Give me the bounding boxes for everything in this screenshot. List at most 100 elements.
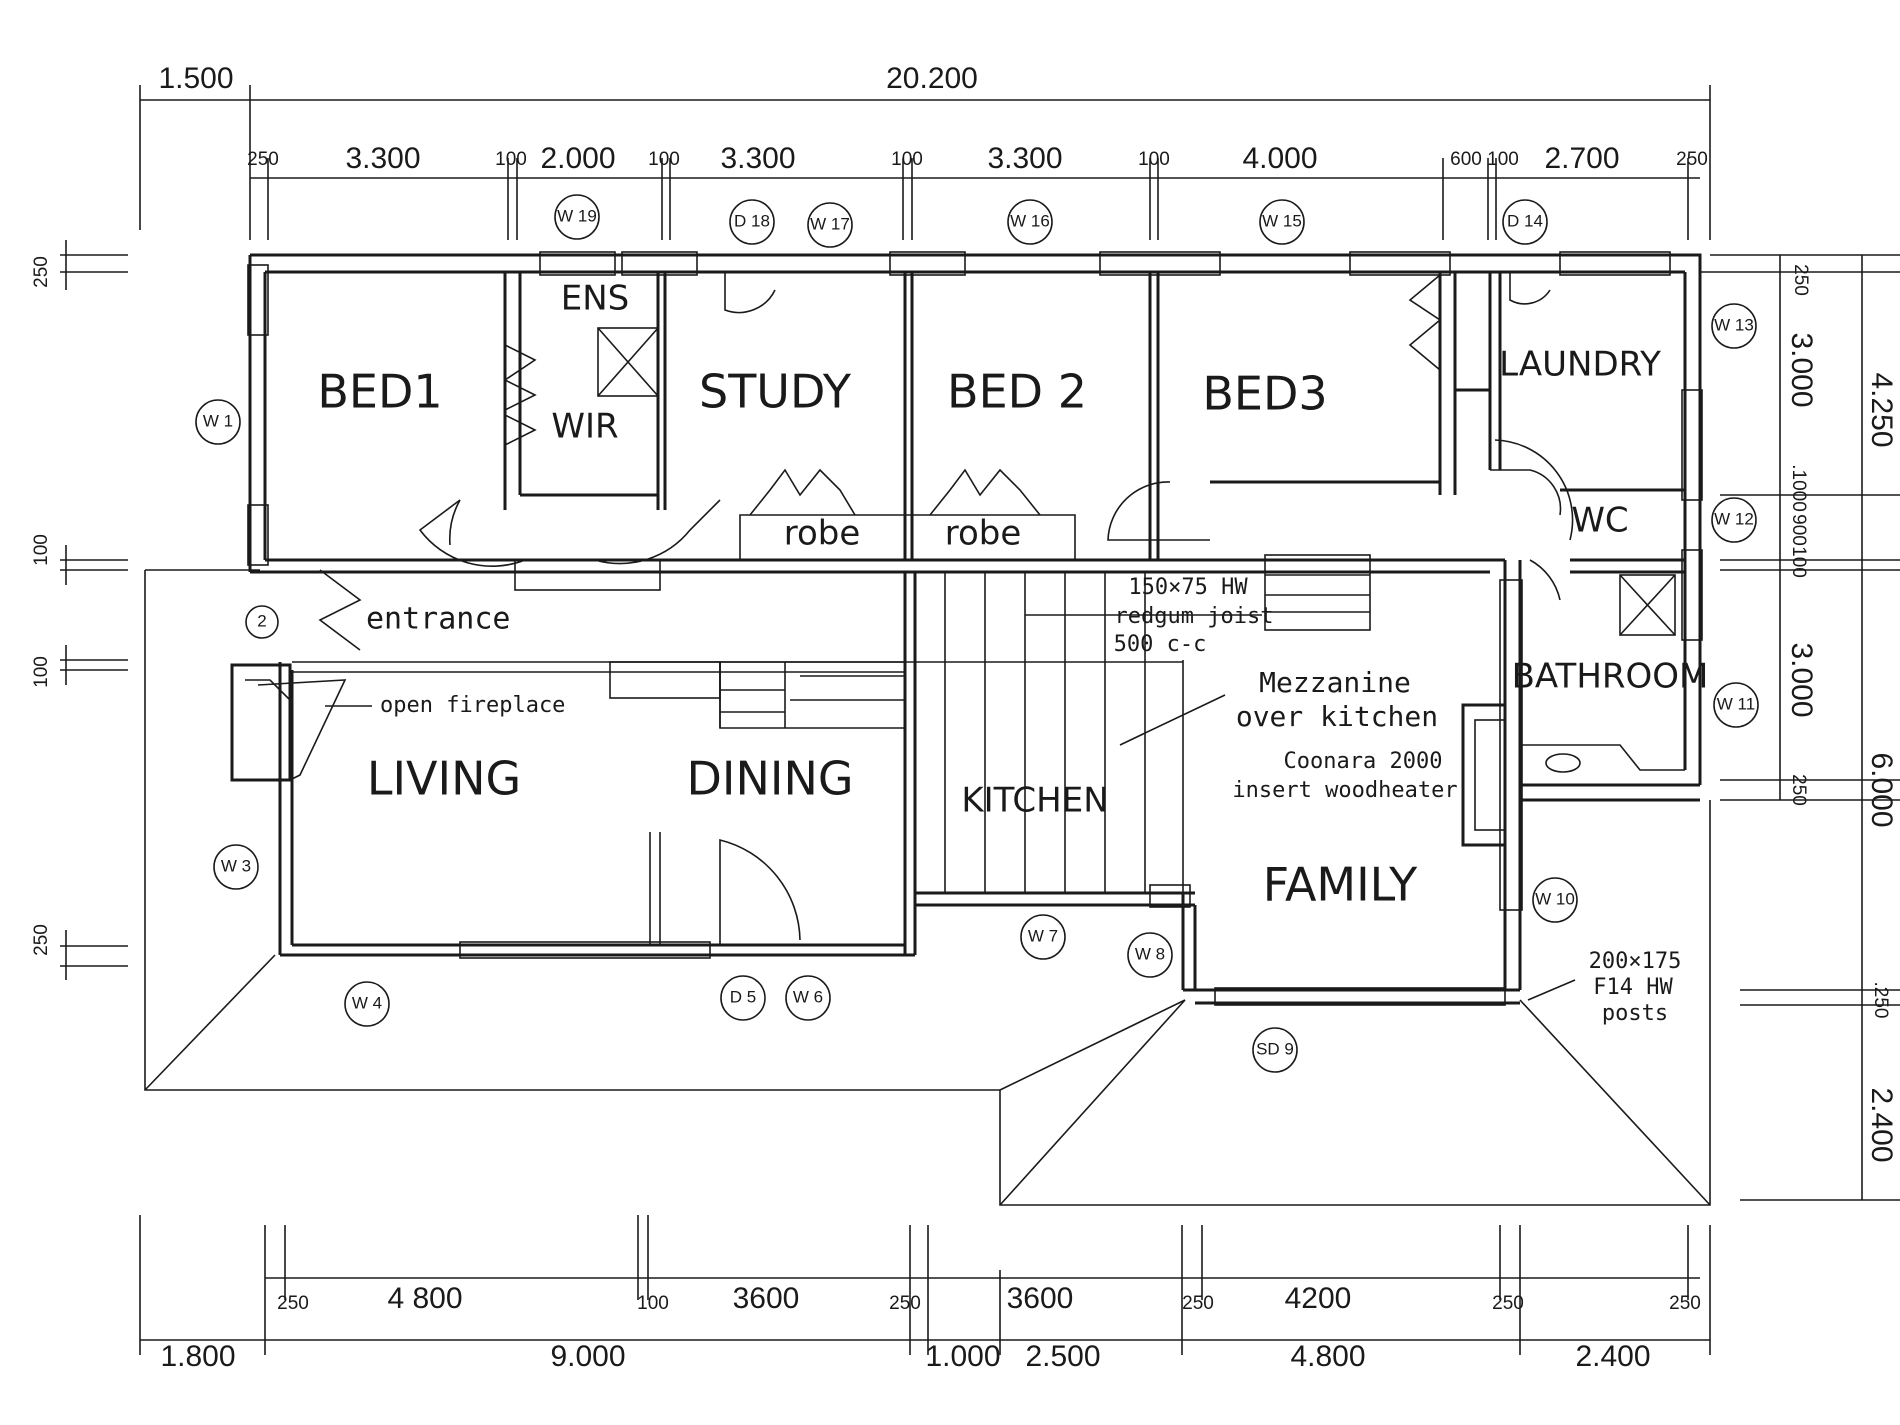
dim-3300b: 3.300 — [720, 142, 795, 175]
dim-3300a: 3.300 — [345, 142, 420, 175]
room-wir: WIR — [551, 407, 618, 447]
dim-3300c: 3.300 — [987, 142, 1062, 175]
note-posts-1: 200×175 — [1589, 949, 1682, 974]
dim-bottom-250c: 250 — [1182, 1293, 1214, 1314]
bottom-dimension-lines — [139, 1215, 1711, 1355]
tag-w13: W 13 — [1714, 315, 1754, 334]
tag-w10: W 10 — [1535, 889, 1575, 908]
dim-bottom-3600a: 3600 — [733, 1282, 800, 1315]
room-bed3: BED3 — [1202, 367, 1327, 421]
tag-w7: W 7 — [1028, 926, 1058, 945]
note-joist-3: 500 c-c — [1114, 632, 1207, 657]
room-living: LIVING — [367, 752, 521, 806]
dim-100e: 100 — [1487, 149, 1519, 170]
dim-bottom-4200: 4200 — [1285, 1282, 1352, 1315]
annotation-notes: entrance open fireplace 150×75 HW redgum… — [325, 575, 1681, 1026]
tag-w3: W 3 — [221, 856, 251, 875]
tag-w15: W 15 — [1262, 211, 1302, 230]
dim-right-3000a: 3.000 — [1785, 332, 1818, 407]
dim-right-250b: 250 — [1788, 774, 1809, 806]
tag-d18: D 18 — [734, 211, 770, 230]
tag-sd9: SD 9 — [1256, 1039, 1294, 1058]
window-markers — [247, 251, 1703, 1006]
dim-250b: 250 — [1676, 149, 1708, 170]
tag-w4: W 4 — [352, 993, 382, 1012]
dim-bottom-250d: 250 — [1492, 1293, 1524, 1314]
note-mezz-2: over kitchen — [1236, 700, 1438, 733]
dim-right-4250: 4.250 — [1865, 372, 1898, 447]
dim-600: 600 — [1450, 149, 1482, 170]
dim-right-100: 100 — [1788, 546, 1809, 578]
dim-left-100a: 100 — [31, 534, 52, 566]
dim-bottom-2400: 2.400 — [1575, 1340, 1650, 1373]
dim-bottom-4800: 4 800 — [387, 1282, 462, 1315]
room-laundry: LAUNDRY — [1499, 345, 1661, 385]
room-family: FAMILY — [1263, 858, 1418, 912]
dim-right-250c: .250 — [1870, 982, 1891, 1019]
dim-right-900: 900 — [1788, 514, 1809, 546]
room-labels: BED1 ENS WIR STUDY BED 2 BED3 LAUNDRY WC… — [317, 279, 1708, 912]
note-open-fireplace: open fireplace — [380, 693, 565, 718]
tag-2: 2 — [257, 611, 266, 630]
note-heater-1: Coonara 2000 — [1284, 749, 1443, 774]
dim-bottom-250a: 250 — [277, 1293, 309, 1314]
dim-100a: 100 — [495, 149, 527, 170]
tag-d5: D 5 — [730, 987, 756, 1006]
room-bathroom: BATHROOM — [1512, 657, 1709, 697]
right-dimension-lines — [1700, 254, 1900, 1201]
room-ens: ENS — [561, 279, 630, 319]
room-bed2: BED 2 — [947, 365, 1087, 419]
room-study: STUDY — [699, 365, 852, 419]
dim-right-1000: .1000 — [1788, 464, 1809, 512]
room-wc: WC — [1571, 501, 1628, 541]
walls — [230, 253, 1702, 1005]
tag-w12: W 12 — [1714, 509, 1754, 528]
bottom-dimension-labels: 250 4 800 100 3600 250 3600 250 4200 250… — [160, 1282, 1700, 1373]
dim-right-250a: 250 — [1790, 264, 1811, 296]
tag-w1: W 1 — [203, 411, 233, 430]
room-kitchen: KITCHEN — [961, 781, 1108, 821]
dim-250a: 250 — [247, 149, 279, 170]
dim-bottom-250b: 250 — [889, 1293, 921, 1314]
dim-bottom-250e: 250 — [1669, 1293, 1701, 1314]
dim-left-250b: 250 — [31, 924, 52, 956]
left-dimension-lines — [60, 240, 128, 980]
dim-left-250a: 250 — [31, 256, 52, 288]
dim-bottom-1800: 1.800 — [160, 1340, 235, 1373]
left-dimension-labels: 250 100 100 250 — [31, 256, 52, 956]
dim-overall-left: 1.500 — [158, 62, 233, 95]
door-swings — [318, 272, 1574, 945]
right-dimension-labels: 250 3.000 .1000 900 100 3.000 250 .250 4… — [1785, 264, 1898, 1162]
dim-right-2400: 2.400 — [1865, 1087, 1898, 1162]
tag-w17: W 17 — [810, 214, 850, 233]
tag-w16: W 16 — [1010, 211, 1050, 230]
note-joist-2: redgum joist — [1115, 604, 1274, 629]
dim-2700: 2.700 — [1544, 142, 1619, 175]
room-robe-left: robe — [784, 514, 861, 554]
tag-w11: W 11 — [1717, 694, 1755, 713]
dim-2000: 2.000 — [540, 142, 615, 175]
room-robe-right: robe — [945, 514, 1022, 554]
dim-100c: 100 — [891, 149, 923, 170]
dim-bottom-2500: 2.500 — [1025, 1340, 1100, 1373]
dim-bottom-3600b: 3600 — [1007, 1282, 1074, 1315]
note-posts-3: posts — [1602, 1001, 1668, 1026]
opening-tags: W 19 D 18 W 17 W 16 W 15 D 14 W 13 W 12 … — [195, 194, 1759, 1073]
note-joist-1: 150×75 HW — [1128, 575, 1248, 600]
dim-right-6000: 6.000 — [1865, 752, 1898, 827]
dim-100d: 100 — [1138, 149, 1170, 170]
dim-100b: 100 — [648, 149, 680, 170]
tag-w8: W 8 — [1135, 944, 1165, 963]
top-dimension-labels: 1.500 20.200 250 3.300 100 2.000 100 3.3… — [158, 62, 1707, 175]
dim-4000: 4.000 — [1242, 142, 1317, 175]
tag-d14: D 14 — [1507, 211, 1543, 230]
note-heater-2: insert woodheater — [1232, 778, 1457, 803]
tag-w19: W 19 — [557, 206, 597, 225]
verandah-outlines — [144, 569, 1711, 1206]
note-posts-2: F14 HW — [1593, 975, 1673, 1000]
dim-bottom-1000: 1.000 — [925, 1340, 1000, 1373]
dim-bottom-4800b: 4.800 — [1290, 1340, 1365, 1373]
dim-left-100b: 100 — [31, 656, 52, 688]
dim-overall: 20.200 — [886, 62, 978, 95]
